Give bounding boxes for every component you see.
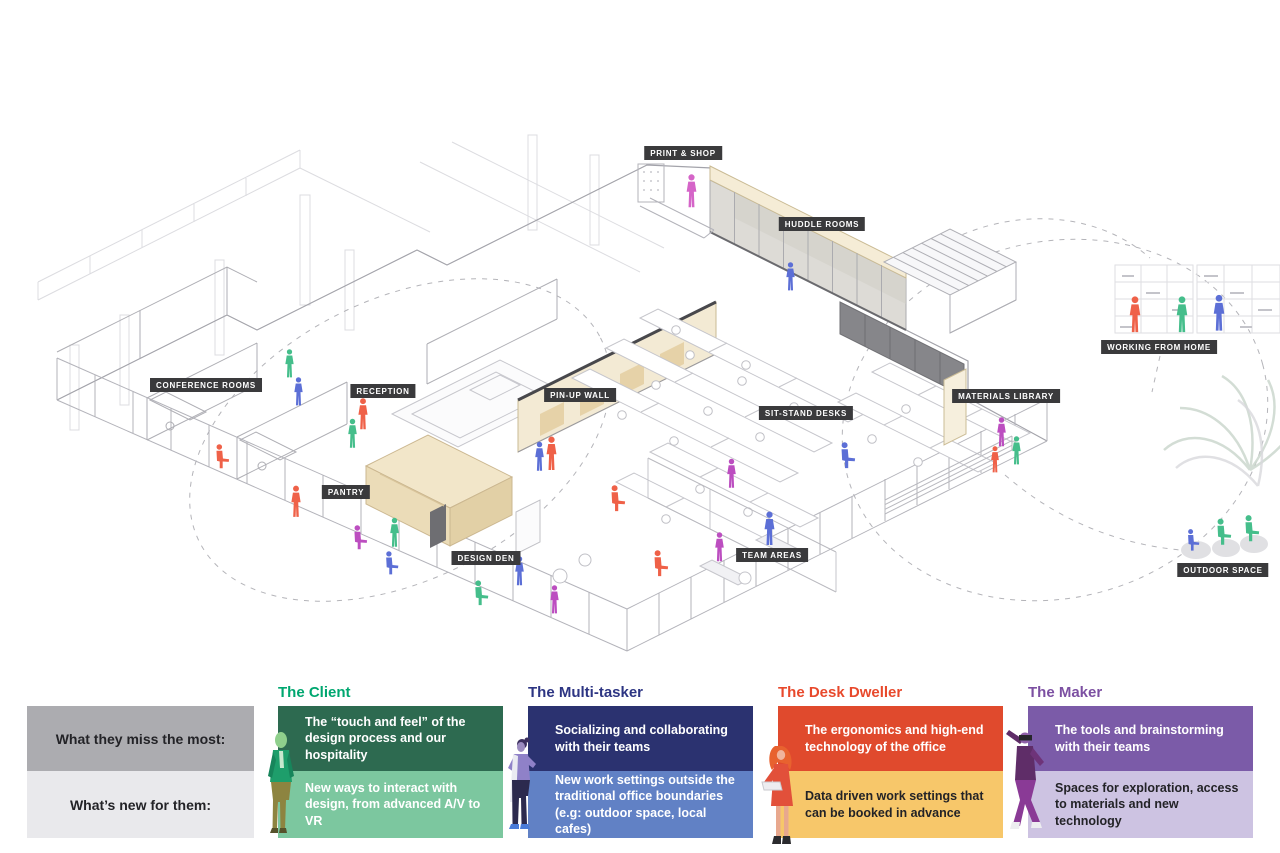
ghost-structure: [37, 134, 665, 431]
client-figure: [268, 732, 294, 833]
maker-miss-box: The tools and brainstorming with their t…: [1028, 706, 1253, 771]
client-new-box: New ways to interact with design, from a…: [278, 771, 503, 838]
client-new-text: New ways to interact with design, from a…: [305, 780, 481, 828]
area-label-print-shop: PRINT & SHOP: [644, 146, 722, 160]
area-label-working-from-home: WORKING FROM HOME: [1101, 340, 1217, 354]
desk-dweller-miss-text: The ergonomics and high-end technology o…: [805, 723, 984, 754]
design-den-furniture: [515, 499, 592, 584]
area-label-design-den: DESIGN DEN: [451, 551, 521, 565]
multitasker-figure: [508, 737, 536, 829]
print-and-shop: [637, 163, 715, 239]
office-map: PRINT & SHOP HUDDLE ROOMS CONFERENCE ROO…: [37, 134, 1280, 652]
maker-figure: [1006, 730, 1044, 829]
desk-dweller-new-text: Data driven work settings that can be bo…: [805, 789, 984, 820]
area-label-pantry: PANTRY: [321, 485, 371, 499]
pantry-counter: [364, 434, 514, 548]
client-miss-text: The “touch and feel” of the design proce…: [305, 714, 466, 762]
floor-outline: [56, 164, 1048, 442]
conference-rooms-walls: [56, 266, 558, 480]
maker-miss-text: The tools and brainstorming with their t…: [1055, 723, 1224, 754]
row-label-miss: What they miss the most:: [27, 706, 254, 771]
area-label-outdoor-space: OUTDOOR SPACE: [1177, 563, 1269, 577]
persona-name-client: The Client: [278, 684, 351, 701]
persona-name-desk-dweller: The Desk Dweller: [778, 684, 903, 701]
area-label-pin-up-wall: PIN-UP WALL: [544, 388, 616, 402]
area-label-conference-rooms: CONFERENCE ROOMS: [150, 378, 262, 392]
outdoor-space: [1163, 374, 1280, 559]
maker-new-box: Spaces for exploration, access to materi…: [1028, 771, 1253, 838]
stairs: [882, 228, 1018, 334]
persona-name-maker: The Maker: [1028, 684, 1103, 701]
multitasker-miss-box: Socializing and collaborating with their…: [528, 706, 753, 771]
area-label-sit-stand-desks: SIT-STAND DESKS: [758, 406, 854, 420]
maker-new-text: Spaces for exploration, access to materi…: [1055, 780, 1239, 828]
area-label-materials-library: MATERIALS LIBRARY: [952, 389, 1060, 403]
multitasker-new-text: New work settings outside the traditiona…: [555, 772, 735, 837]
huddle-rooms-wall: [709, 165, 907, 331]
client-miss-box: The “touch and feel” of the design proce…: [278, 706, 503, 771]
desk-dweller-figure: [761, 746, 793, 844]
row-label-new: What’s new for them:: [27, 771, 254, 838]
perimeter-glass-left: [56, 357, 628, 652]
desk-dweller-miss-box: The ergonomics and high-end technology o…: [778, 706, 1003, 771]
multitasker-new-box: New work settings outside the traditiona…: [528, 771, 753, 838]
team-areas-furniture: [647, 457, 837, 593]
area-label-reception: RECEPTION: [350, 384, 416, 398]
wfh-bookshelf: [1114, 264, 1280, 334]
office-isometric-drawing: [37, 134, 1280, 652]
area-label-team-areas: TEAM AREAS: [736, 548, 808, 562]
area-label-huddle-rooms: HUDDLE ROOMS: [778, 217, 866, 231]
persona-name-multitasker: The Multi-tasker: [528, 684, 644, 701]
multitasker-miss-text: Socializing and collaborating with their…: [555, 723, 728, 754]
desk-dweller-new-box: Data driven work settings that can be bo…: [778, 771, 1003, 838]
materials-library-shelves: [884, 368, 1013, 515]
